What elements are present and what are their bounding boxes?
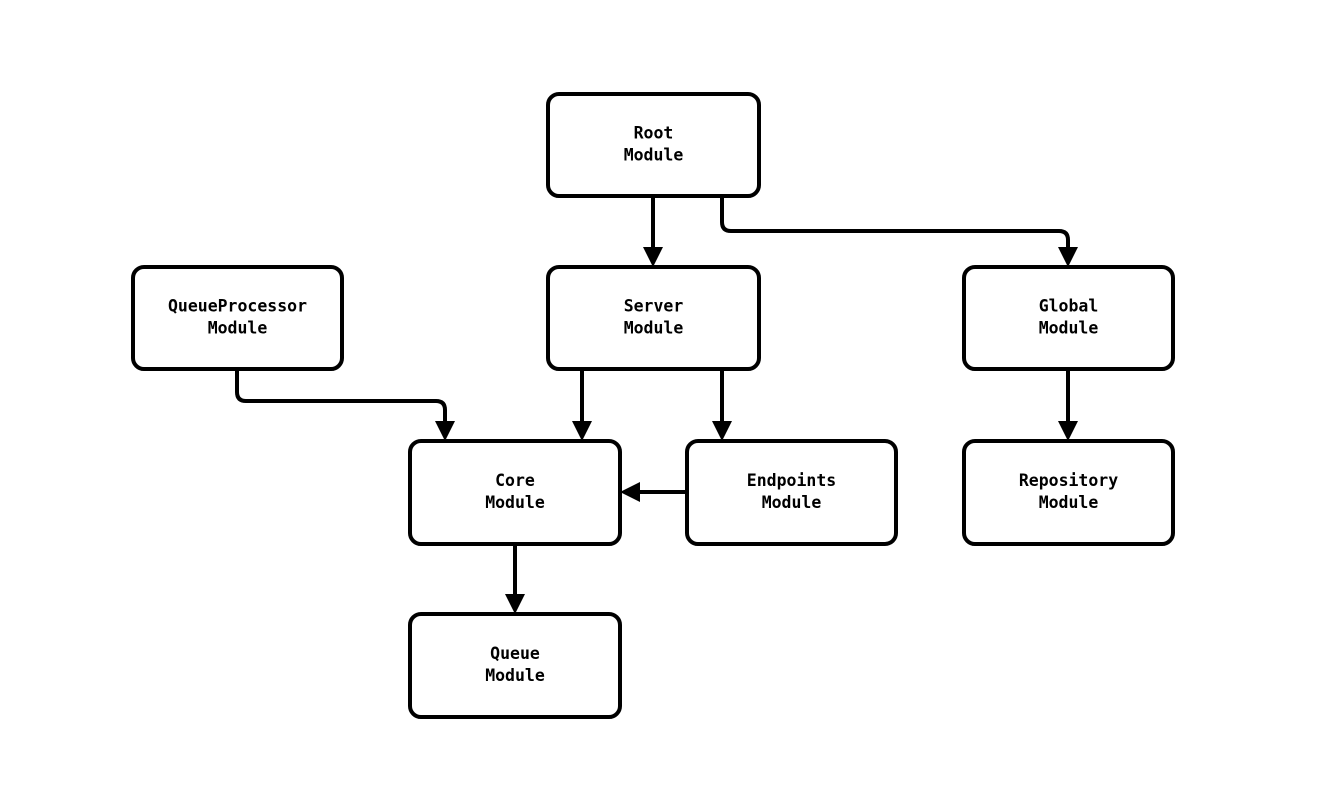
- edge-core-to-queue: [505, 544, 525, 614]
- edge-server-to-core: [572, 369, 592, 441]
- node-box[interactable]: [131, 265, 344, 371]
- node-box[interactable]: [546, 92, 761, 198]
- arrowhead-icon: [620, 482, 640, 502]
- arrowhead-icon: [643, 247, 663, 267]
- node-box[interactable]: [408, 439, 622, 546]
- node-box[interactable]: [962, 265, 1175, 371]
- arrowhead-icon: [435, 421, 455, 441]
- node-label-line2: Module: [1039, 319, 1099, 338]
- arrowhead-icon: [505, 594, 525, 614]
- edge-line: [720, 196, 1070, 253]
- node-label-line1: Root: [634, 124, 674, 143]
- node-label-line1: Queue: [490, 644, 540, 663]
- edge-server-to-endpoints: [712, 369, 732, 441]
- edge-global-to-repository: [1058, 369, 1078, 441]
- node-box[interactable]: [546, 265, 761, 371]
- node-box[interactable]: [685, 439, 898, 546]
- node-label-line1: Server: [624, 297, 684, 316]
- node-label-line2: Module: [624, 146, 684, 165]
- node-box[interactable]: [408, 612, 622, 719]
- node-label-line2: Module: [485, 493, 545, 512]
- nodes-layer: RootModuleQueueProcessorModuleServerModu…: [131, 92, 1175, 719]
- edge-line: [235, 369, 447, 427]
- node-label-line1: Endpoints: [747, 471, 836, 490]
- node-label-line2: Module: [208, 319, 268, 338]
- node-box[interactable]: [962, 439, 1175, 546]
- node-label-line2: Module: [624, 319, 684, 338]
- node-label-line2: Module: [762, 493, 822, 512]
- edge-queueprocessor-to-core: [235, 369, 455, 441]
- node-label-line2: Module: [485, 666, 545, 685]
- node-label-line2: Module: [1039, 493, 1099, 512]
- node-label-line1: Global: [1039, 297, 1099, 316]
- edge-root-to-server: [643, 196, 663, 267]
- arrowhead-icon: [712, 421, 732, 441]
- node-label-line1: QueueProcessor: [168, 297, 307, 316]
- edge-endpoints-to-core: [620, 482, 687, 502]
- arrowhead-icon: [572, 421, 592, 441]
- node-label-line1: Repository: [1019, 471, 1118, 490]
- node-label-line1: Core: [495, 471, 535, 490]
- edges-layer: [235, 196, 1078, 614]
- arrowhead-icon: [1058, 247, 1078, 267]
- edge-root-to-global: [720, 196, 1078, 267]
- arrowhead-icon: [1058, 421, 1078, 441]
